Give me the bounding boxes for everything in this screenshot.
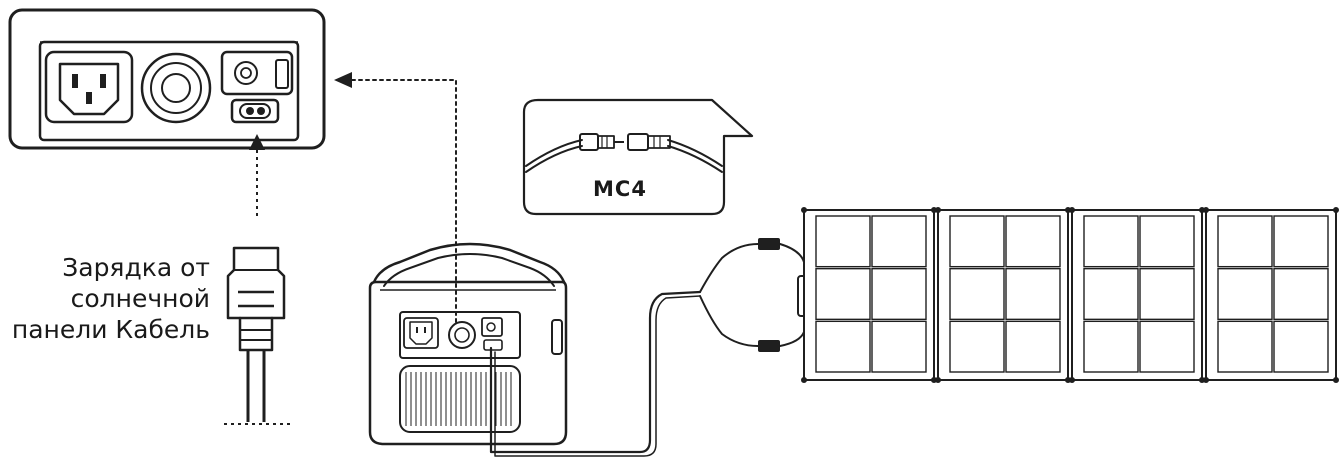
power-station-icon (368, 242, 568, 446)
panel-grommet (1203, 207, 1209, 213)
solar-cell (871, 267, 927, 321)
solar-cell (815, 215, 871, 268)
solar-cell (1005, 215, 1061, 268)
solar-cell (1083, 215, 1139, 268)
solar-panel-section (1071, 209, 1203, 381)
panel-grommet (801, 377, 807, 383)
panel-grommet (1069, 207, 1075, 213)
solar-cell (1005, 267, 1061, 321)
solar-cell (871, 320, 927, 373)
mc4-label: MC4 (593, 177, 647, 201)
caption-line-3: панели Кабель (12, 315, 210, 344)
solar-cell (1005, 320, 1061, 373)
solar-cell (949, 267, 1005, 321)
solar-cell (815, 267, 871, 321)
arrow-to-closeup (334, 72, 457, 323)
solar-panel-section (937, 209, 1069, 381)
solar-cell (949, 320, 1005, 373)
solar-panel-section (803, 209, 935, 381)
solar-cell (1083, 320, 1139, 373)
solar-cell (1217, 267, 1273, 321)
solar-cell (1139, 215, 1195, 268)
panel-grommet (1333, 207, 1339, 213)
panel-grommet (935, 207, 941, 213)
dc-round-port-icon (140, 52, 212, 124)
mc4-callout: MC4 (522, 98, 754, 216)
solar-cell (1083, 267, 1139, 321)
caption-line-2: солнечной (71, 284, 210, 313)
panel-grommet (1333, 377, 1339, 383)
arrow-to-port (249, 134, 265, 218)
solar-cell (1139, 267, 1195, 321)
vent-grill (405, 372, 512, 426)
port-panel-closeup (8, 8, 326, 150)
solar-panel-icon (801, 207, 1339, 383)
solar-cell (1273, 215, 1329, 268)
solar-cell (1139, 320, 1195, 373)
panel-grommet (1069, 377, 1075, 383)
solar-cell (1273, 320, 1329, 373)
mc4-female-connector-icon (627, 133, 671, 151)
panel-grommet (1203, 377, 1209, 383)
screw-port-icon (220, 50, 294, 96)
solar-panel-section (1205, 209, 1337, 381)
solar-cell (815, 320, 871, 373)
ac-outlet-icon (44, 50, 134, 124)
solar-cell (949, 215, 1005, 268)
solar-cell (871, 215, 927, 268)
solar-cable-plug-icon (224, 246, 292, 425)
panel-grommet (935, 377, 941, 383)
solar-input-port-icon (230, 98, 280, 124)
solar-cell (1217, 320, 1273, 373)
solar-cell (1217, 215, 1273, 268)
caption-line-1: Зарядка от (62, 253, 210, 282)
mc4-male-connector-icon (579, 133, 624, 151)
solar-cable (489, 238, 811, 457)
panel-grommet (801, 207, 807, 213)
solar-cell (1273, 267, 1329, 321)
